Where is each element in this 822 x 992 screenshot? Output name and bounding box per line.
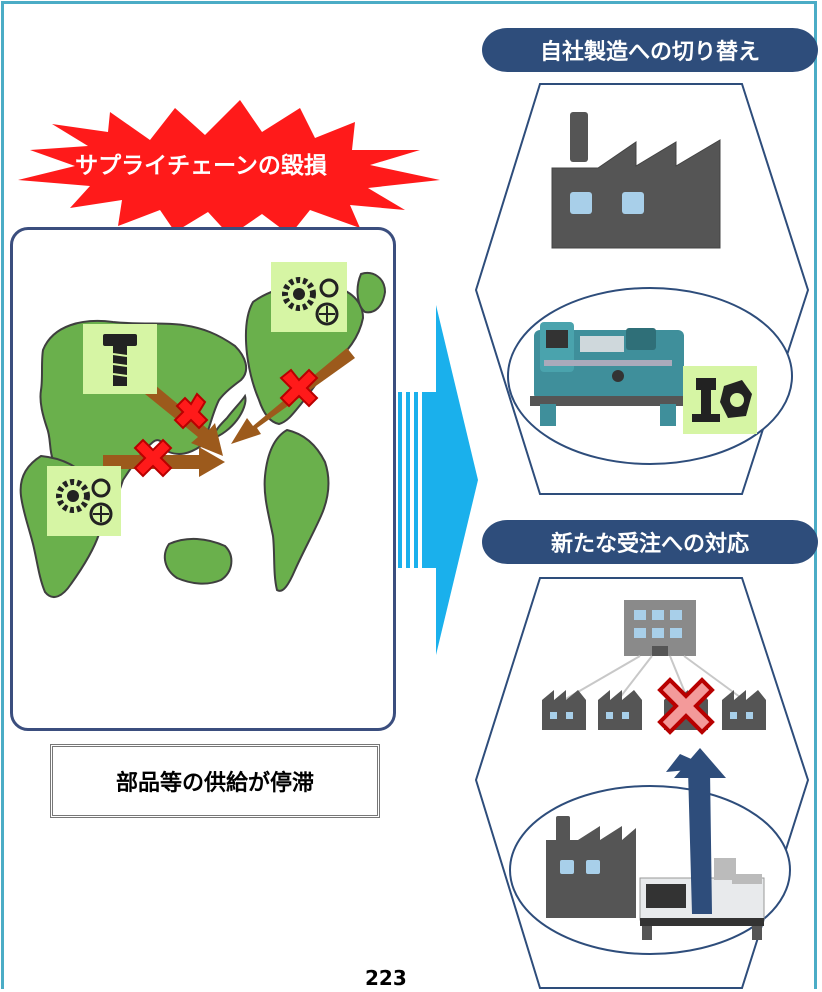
- office-building-icon: [624, 600, 696, 656]
- cross-mark-icon: [657, 677, 715, 735]
- factory-icon: [546, 816, 636, 918]
- up-arrow-icon: [666, 748, 726, 914]
- starburst-shape: [18, 100, 440, 236]
- factory-icon: [722, 690, 766, 730]
- pill-in-house-manufacturing: 自社製造への切り替え: [482, 28, 818, 72]
- supply-stagnation-text: 部品等の供給が停滞: [115, 771, 314, 796]
- factory-icon: [542, 690, 586, 730]
- supply-stagnation-caption: 部品等の供給が停滞: [50, 744, 380, 818]
- world-map-icon: [19, 262, 387, 599]
- pill-new-orders-label: 新たな受注への対応: [550, 532, 749, 557]
- factory-icon: [551, 112, 721, 249]
- bolt-nut-icon: [683, 366, 757, 434]
- supply-chain-damage-label: サプライチェーンの毀損: [75, 153, 327, 179]
- pill-new-orders: 新たな受注への対応: [482, 520, 818, 564]
- screw-icon: [83, 324, 157, 394]
- gear-icon: [47, 466, 121, 536]
- pill-in-house-label: 自社製造への切り替え: [539, 40, 760, 65]
- cross-mark-icon: [133, 368, 319, 478]
- blue-arrow-icon: [398, 305, 478, 655]
- factory-icon: [598, 690, 642, 730]
- page-number: 223: [365, 966, 407, 990]
- world-map-box: [10, 227, 396, 731]
- lathe-icon: [530, 322, 688, 426]
- gear-icon: [271, 262, 347, 332]
